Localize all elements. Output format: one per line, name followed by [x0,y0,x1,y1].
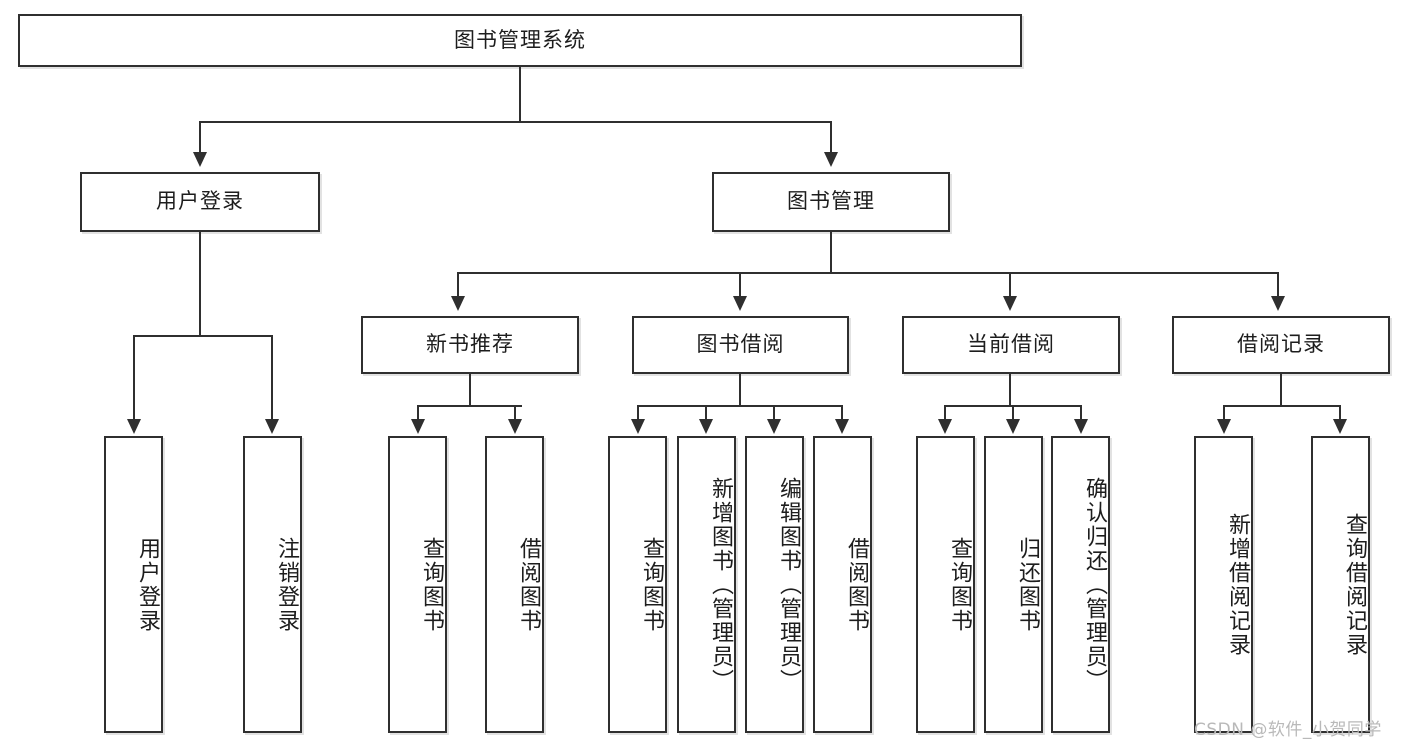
leaf-current-borrow-query-book[interactable]: 查询图书 [916,436,975,733]
leaf-label: 归还图书 [1015,536,1040,633]
connector-user-login-to-leaf-1 [133,335,135,421]
leaf-new-book-borrow-book[interactable]: 借阅图书 [485,436,544,733]
connector-new-book-to-leaf-2 [514,405,516,421]
arrowhead-bb-to-leaf-4 [835,419,849,434]
node-label: 新书推荐 [426,332,514,357]
connector-bb-to-leaf-2 [705,405,707,421]
leaf-book-borrow-query-book[interactable]: 查询图书 [608,436,667,733]
connector-root-stem [519,67,521,122]
leaf-label: 新增借阅记录 [1225,512,1250,657]
arrowhead-bm-to-current-borrow [1003,296,1017,311]
connector-new-book-to-leaf-1 [417,405,419,421]
connector-cb-to-leaf-3 [1080,405,1082,421]
arrowhead-cb-to-leaf-3 [1074,419,1088,434]
connector-user-login-to-leaf-2 [271,335,273,421]
arrowhead-new-book-to-leaf-2 [508,419,522,434]
leaf-borrow-record-add-record[interactable]: 新增借阅记录 [1194,436,1253,733]
leaf-label: 用户登录 [135,536,160,633]
arrowhead-bb-to-leaf-2 [699,419,713,434]
connector-user-login-split-bar [133,335,272,337]
leaf-user-login-login[interactable]: 用户登录 [104,436,163,733]
connector-root-to-user-login [199,121,201,154]
connector-bm-to-book-borrow [739,272,741,298]
arrowhead-root-to-user-login [193,152,207,167]
node-book-management[interactable]: 图书管理 [712,172,950,232]
connector-borrow-record-split-bar [1223,405,1341,407]
node-label: 图书借阅 [696,332,785,357]
connector-new-book-stem [469,374,471,406]
arrowhead-user-login-to-leaf-2 [265,419,279,434]
node-borrow-record[interactable]: 借阅记录 [1172,316,1390,374]
leaf-book-borrow-add-book-admin[interactable]: 新增图书（管理员） [677,436,736,733]
watermark-text: CSDN @软件_小贺同学 [1194,720,1382,740]
connector-bb-to-leaf-4 [841,405,843,421]
node-book-borrow[interactable]: 图书借阅 [632,316,849,374]
arrowhead-root-to-book-management [824,152,838,167]
node-new-book-recommend[interactable]: 新书推荐 [361,316,579,374]
leaf-label: 查询图书 [639,536,664,633]
leaf-book-borrow-borrow-book[interactable]: 借阅图书 [813,436,872,733]
node-root-book-management-system[interactable]: 图书管理系统 [18,14,1022,67]
connector-bm-to-current-borrow [1009,272,1011,298]
arrowhead-bm-to-book-borrow [733,296,747,311]
connector-bb-to-leaf-3 [773,405,775,421]
connector-br-to-leaf-1 [1223,405,1225,421]
leaf-book-borrow-edit-book-admin[interactable]: 编辑图书（管理员） [745,436,804,733]
arrowhead-br-to-leaf-1 [1217,419,1231,434]
leaf-label: 编辑图书（管理员） [776,476,801,693]
arrowhead-br-to-leaf-2 [1333,419,1347,434]
node-label: 图书管理系统 [454,27,586,52]
arrowhead-bm-to-borrow-record [1271,296,1285,311]
node-label: 当前借阅 [967,332,1055,357]
arrowhead-bm-to-new-book [451,296,465,311]
node-label: 借阅记录 [1237,332,1325,357]
connector-root-split-bar [199,121,831,123]
leaf-label: 查询借阅记录 [1342,512,1367,657]
node-label: 用户登录 [156,189,244,214]
connector-borrow-record-stem [1280,374,1282,406]
connector-new-book-split-bar [417,405,522,407]
connector-bm-to-new-book [457,272,459,298]
arrowhead-new-book-to-leaf-1 [411,419,425,434]
leaf-current-borrow-return-book[interactable]: 归还图书 [984,436,1043,733]
leaf-borrow-record-query-record[interactable]: 查询借阅记录 [1311,436,1370,733]
connector-book-management-stem [830,232,832,273]
connector-current-borrow-stem [1009,374,1011,406]
arrowhead-bb-to-leaf-1 [631,419,645,434]
connector-bm-to-borrow-record [1277,272,1279,298]
leaf-current-borrow-confirm-return-admin[interactable]: 确认归还（管理员） [1051,436,1110,733]
leaf-label: 借阅图书 [516,536,541,633]
leaf-label: 查询图书 [419,536,444,633]
leaf-label: 注销登录 [274,536,299,633]
connector-cb-to-leaf-2 [1012,405,1014,421]
leaf-user-login-logout[interactable]: 注销登录 [243,436,302,733]
node-current-borrow[interactable]: 当前借阅 [902,316,1120,374]
connector-book-borrow-stem [739,374,741,406]
arrowhead-bb-to-leaf-3 [767,419,781,434]
leaf-new-book-query-book[interactable]: 查询图书 [388,436,447,733]
leaf-label: 确认归还（管理员） [1082,476,1107,693]
arrowhead-cb-to-leaf-1 [938,419,952,434]
node-label: 图书管理 [787,189,875,214]
connector-root-to-book-management [830,121,832,154]
connector-book-management-split-bar [457,272,1279,274]
connector-cb-to-leaf-1 [944,405,946,421]
connector-br-to-leaf-2 [1339,405,1341,421]
connector-user-login-stem [199,232,201,336]
node-user-login[interactable]: 用户登录 [80,172,320,232]
connector-bb-to-leaf-1 [637,405,639,421]
arrowhead-user-login-to-leaf-1 [127,419,141,434]
arrowhead-cb-to-leaf-2 [1006,419,1020,434]
leaf-label: 新增图书（管理员） [708,476,733,693]
connector-book-borrow-split-bar [637,405,843,407]
leaf-label: 借阅图书 [844,536,869,633]
leaf-label: 查询图书 [947,536,972,633]
